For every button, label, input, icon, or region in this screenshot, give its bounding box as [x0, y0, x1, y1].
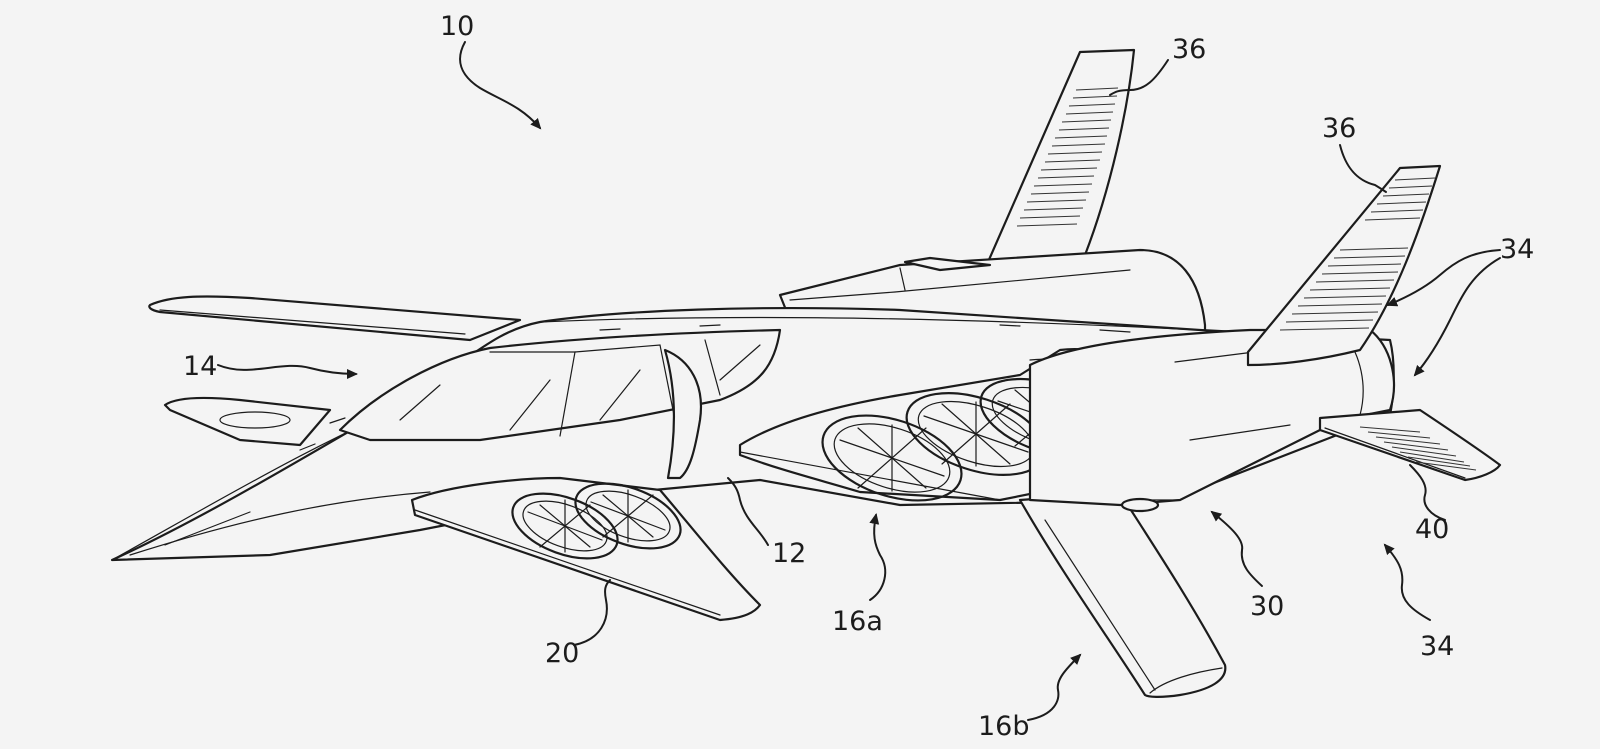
canard-20 [410, 476, 762, 622]
label-34-lower: 34 [1420, 631, 1454, 662]
leader-10 [459, 41, 542, 130]
fin-right [1246, 164, 1442, 367]
leader-36-left [1109, 59, 1169, 96]
rear-canard [163, 396, 332, 447]
label-36-left: 36 [1172, 34, 1206, 65]
leader-20 [573, 579, 611, 646]
tail-cone-30 [1028, 328, 1395, 513]
label-16a: 16a [832, 606, 883, 637]
label-20: 20 [545, 638, 579, 669]
label-40: 40 [1415, 514, 1449, 545]
reference-numerals: 10 14 12 20 16a 16b 30 40 34 34 36 36 [183, 11, 1534, 742]
label-10: 10 [440, 11, 474, 42]
leader-34-upper-b [1413, 257, 1501, 377]
label-36-right: 36 [1322, 113, 1356, 144]
leader-34-lower [1383, 543, 1431, 621]
leader-16a [869, 513, 887, 601]
leader-36-right [1339, 144, 1387, 193]
leader-40 [1409, 464, 1446, 521]
stabilizer-hatching [1359, 426, 1477, 471]
fin-right-hatching [1279, 177, 1436, 331]
stabilizer-40 [1318, 408, 1502, 482]
leader-30 [1210, 510, 1263, 587]
main-wing-16b [1018, 491, 1227, 698]
cockpit-canopy [338, 328, 782, 480]
fin-left [986, 48, 1136, 264]
label-12: 12 [772, 538, 806, 569]
leader-14 [217, 364, 358, 379]
label-16b: 16b [978, 711, 1030, 742]
rear-left-wing [148, 295, 522, 342]
leader-lines [217, 41, 1501, 721]
leader-16b [1027, 653, 1082, 721]
label-14: 14 [183, 351, 217, 382]
label-30: 30 [1250, 591, 1284, 622]
leader-34-upper-a [1386, 249, 1501, 307]
label-34-upper: 34 [1500, 234, 1534, 265]
fin-left-hatching [1016, 87, 1119, 227]
leader-12 [727, 477, 769, 546]
